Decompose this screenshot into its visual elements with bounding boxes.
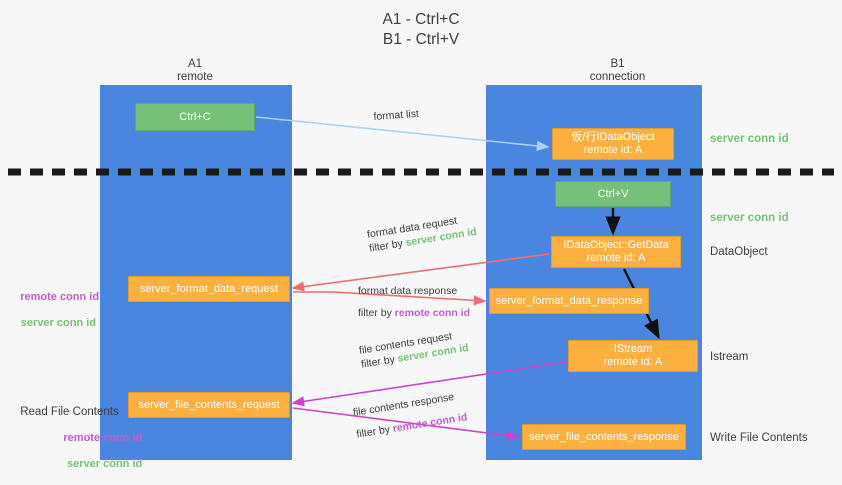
node-server-format-data-request[interactable]: server_format_data_request	[128, 276, 290, 302]
edge-label-format-data-response: format data response filter by remote co…	[358, 284, 470, 320]
node-server-file-contents-response[interactable]: server_file_contents_response	[522, 424, 686, 450]
label-remote-conn-id-2: remote conn id	[63, 432, 143, 444]
label-server-conn-id-2: server conn id	[67, 458, 143, 470]
edge-label-file-contents-request: file contents request filter by server c…	[358, 327, 470, 372]
label-remote-conn-id: remote conn id	[20, 291, 100, 303]
node-ctrl-c[interactable]: Ctrl+C	[135, 103, 255, 131]
node-idataobject-getdata[interactable]: IDataObject::GetData remote id: A	[551, 236, 681, 268]
node-ctrl-v[interactable]: Ctrl+V	[555, 181, 671, 207]
edge-label-format-data-response-line1: format data response	[358, 285, 458, 297]
label-server-conn-id-top: server conn id	[710, 133, 789, 145]
label-dataobject: DataObject	[710, 246, 768, 258]
label-conn-id-stack-format: remote conn id server conn id	[8, 278, 100, 343]
edge-filter-value-remote-conn-id-2: remote conn id	[391, 411, 469, 435]
edge-label-format-list: format list	[373, 107, 420, 123]
label-read-file-contents: Read File Contents	[20, 406, 119, 418]
node-server-format-data-response[interactable]: server_format_data_response	[489, 288, 649, 314]
label-server-conn-id-mid: server conn id	[710, 212, 789, 224]
edge-label-format-data-response-line2: filter by remote conn id	[358, 307, 471, 319]
edge-filter-value-remote-conn-id: remote conn id	[394, 307, 471, 319]
node-server-file-contents-request[interactable]: server_file_contents_request	[128, 392, 290, 418]
label-istream: Istream	[710, 351, 749, 363]
label-server-conn-id: server conn id	[20, 317, 96, 329]
label-write-file-contents: Write File Contents	[710, 432, 808, 444]
edge-label-format-data-request: format data request filter by server con…	[366, 211, 478, 256]
edge-label-file-contents-response: file contents response filter by remote …	[352, 388, 468, 441]
label-read-file-group: Read File Contents remote conn id server…	[8, 393, 142, 484]
node-idataobject[interactable]: 仮/行IDataObject remote id: A	[552, 128, 674, 160]
column-header-b1: B1 connection	[589, 58, 646, 83]
column-header-a1: A1 remote	[177, 58, 213, 83]
page-title: A1 - Ctrl+C B1 - Ctrl+V	[382, 11, 460, 48]
node-istream[interactable]: IStream remote id: A	[568, 340, 698, 372]
